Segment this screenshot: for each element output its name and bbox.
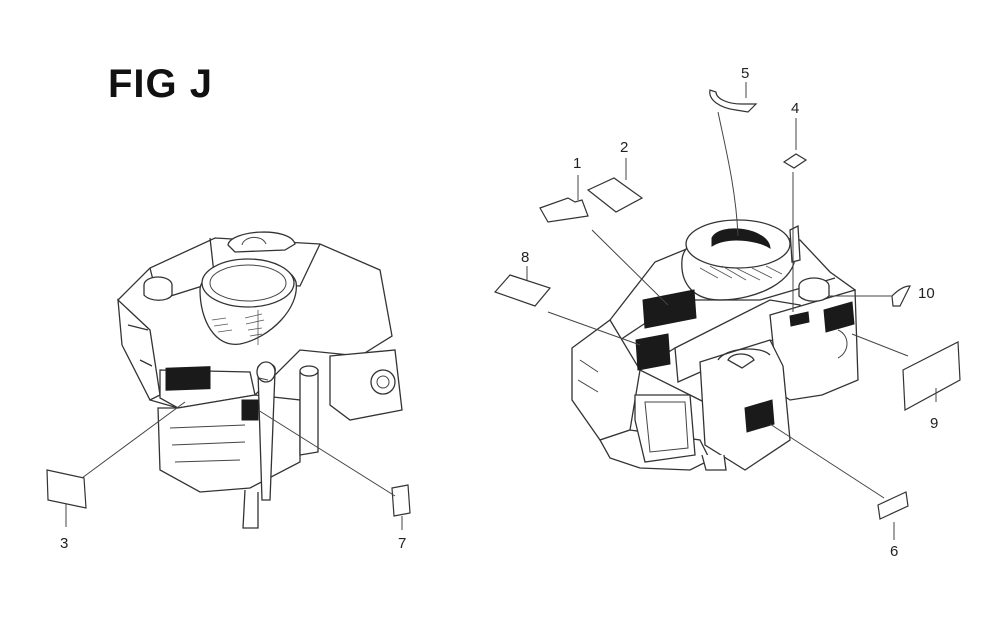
callout-9: 9	[930, 415, 938, 432]
decal-5	[709, 89, 758, 113]
callout-8: 8	[521, 249, 529, 266]
left-engine	[117, 231, 403, 529]
figure-title: FIG J	[108, 62, 214, 106]
leader-1b	[591, 229, 669, 306]
right-engine	[571, 219, 859, 471]
callout-2: 2	[620, 139, 628, 156]
leader-3	[81, 401, 186, 479]
decal-2	[586, 177, 644, 213]
callout-3: 3	[60, 535, 68, 552]
callout-1: 1	[573, 155, 581, 172]
decal-1	[539, 197, 589, 223]
decal-6	[877, 491, 909, 520]
decal-10	[891, 285, 911, 307]
decal-4	[782, 153, 808, 169]
decal-9	[902, 341, 961, 411]
decal-3	[46, 469, 87, 509]
leader-9a	[851, 333, 909, 357]
decal-7	[391, 484, 411, 517]
leader-6a	[769, 423, 885, 499]
callout-6: 6	[890, 543, 898, 560]
leader-8b	[547, 311, 641, 346]
callout-4: 4	[791, 100, 799, 117]
callout-10: 10	[918, 285, 935, 302]
callout-7: 7	[398, 535, 406, 552]
leader-7	[257, 409, 396, 497]
decal-8	[493, 274, 552, 307]
leader-5b	[717, 111, 739, 237]
callout-5: 5	[741, 65, 749, 82]
